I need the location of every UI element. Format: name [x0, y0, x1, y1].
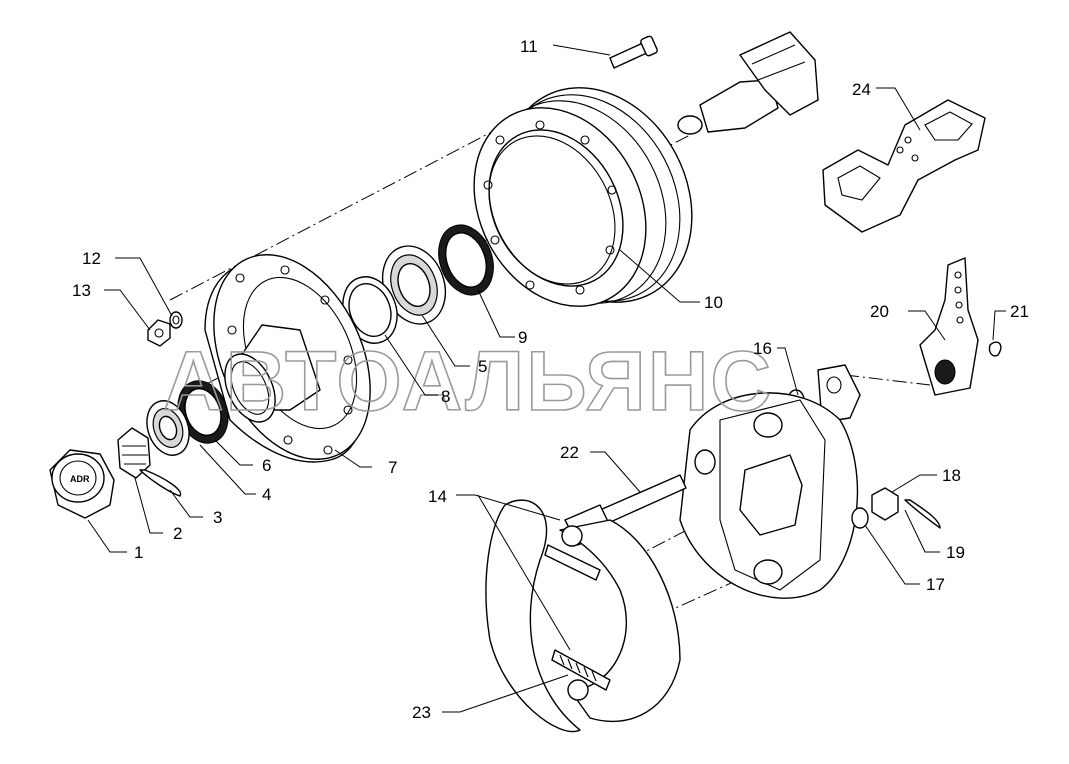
- watermark: АВТОАЛЬЯНС: [163, 334, 773, 428]
- hub-cap-marking: ADR: [70, 474, 90, 484]
- part-9-seal: [438, 224, 494, 296]
- callout-4: 4: [262, 485, 271, 504]
- roller-upper: [561, 525, 583, 547]
- callout-21: 21: [1010, 302, 1029, 321]
- part-7-hub: [204, 254, 371, 463]
- callout-5: 5: [478, 357, 487, 376]
- roller-lower: [567, 679, 589, 701]
- part-14-upper-spring: [544, 544, 601, 581]
- brake-backing-plate: [679, 392, 859, 599]
- part-6-seal: [177, 380, 229, 444]
- part-21-clip: [988, 341, 1002, 357]
- part-18-nut: [871, 487, 899, 521]
- part-11-bolt: [609, 35, 658, 69]
- callout-23: 23: [412, 703, 431, 722]
- part-3-cotter-pin: [139, 469, 182, 497]
- callout-16: 16: [753, 339, 772, 358]
- callout-12: 12: [82, 249, 101, 268]
- callout-17: 17: [926, 575, 945, 594]
- part-14-brake-shoe-left: [485, 499, 581, 733]
- part-5-bearing: [381, 245, 447, 325]
- part-24-bracket: [822, 99, 986, 233]
- part-4-bearing: [146, 400, 190, 456]
- callout-9: 9: [518, 328, 527, 347]
- part-2-castle-nut: [117, 427, 151, 479]
- leader-lines: [87, 44, 1006, 713]
- callout-13: 13: [72, 281, 91, 300]
- callout-3: 3: [213, 508, 222, 527]
- part-8-race: [342, 276, 398, 344]
- callout-19: 19: [946, 543, 965, 562]
- callout-6: 6: [262, 456, 271, 475]
- part-14-brake-shoe-right: [559, 519, 681, 723]
- part-23-return-spring: [551, 649, 611, 691]
- callout-24: 24: [852, 80, 871, 99]
- part-17-washer: [851, 507, 869, 529]
- callout-22: 22: [560, 443, 579, 462]
- part-1-hub-cap: ADR: [49, 449, 115, 519]
- callout-11: 11: [520, 37, 538, 56]
- callout-1: 1: [134, 543, 143, 562]
- part-10-brake-drum: [473, 87, 693, 307]
- callout-2: 2: [173, 524, 182, 543]
- callout-10: 10: [704, 293, 723, 312]
- callout-14: 14: [428, 487, 447, 506]
- part-13-nut: [147, 319, 171, 347]
- part-20-slack-adjuster: [919, 257, 979, 396]
- callout-8: 8: [441, 387, 450, 406]
- callout-18: 18: [942, 466, 961, 485]
- callout-20: 20: [870, 302, 889, 321]
- callout-7: 7: [388, 458, 397, 477]
- callouts: 11 24 12 13 10 9 5 8 7 6 4 3 2 1 20 21 1…: [72, 37, 1029, 722]
- part-12-washer: [169, 311, 183, 329]
- part-19-cotter-pin: [904, 499, 941, 529]
- axle-stub: [677, 31, 819, 135]
